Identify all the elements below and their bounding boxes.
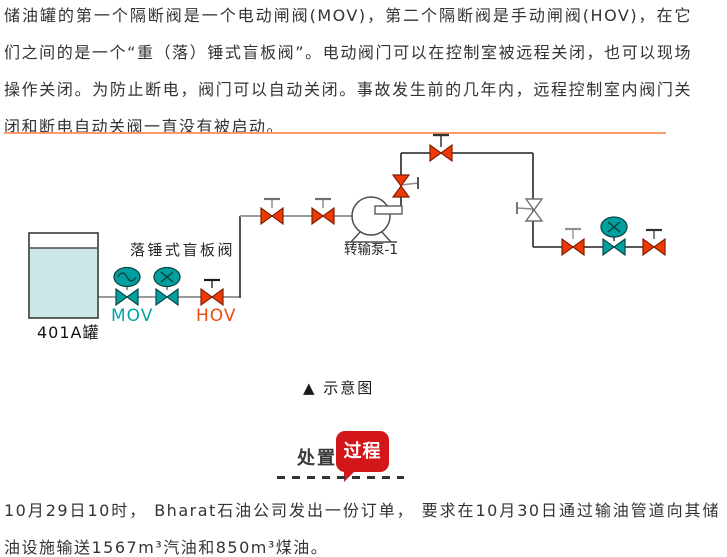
tank-label: 401A罐 (37, 323, 100, 342)
section-marker-highlight: 过程 (343, 441, 382, 462)
valve-bottom-1 (561, 227, 585, 257)
valve-blind: 落锤式盲板阀 (130, 241, 235, 307)
bottom-actuator-cross (607, 221, 621, 233)
valve-open-vertical (516, 198, 544, 222)
body-paragraph: 10月29日10时， Bharat石油公司发出一份订单， 要求在10月30日通过… (4, 501, 720, 557)
hov-label: HOV (196, 306, 237, 326)
valve-discharge (391, 174, 419, 198)
valve-top-header (429, 133, 453, 163)
blind-actuator-cross (160, 271, 174, 283)
valve-hov: HOV (196, 278, 237, 326)
orange-divider-line (4, 132, 666, 134)
transfer-pump: 转输泵-1 (344, 196, 403, 258)
blind-valve-label: 落锤式盲板阀 (130, 241, 235, 259)
section-marker-bubble: 过程 (336, 431, 389, 482)
intro-paragraph: 储油罐的第一个隔断阀是一个电动闸阀(MOV)，第二个隔断阀是手动闸阀(HOV)，… (4, 6, 692, 136)
section-marker-prefix: 处置 (297, 448, 337, 469)
mov-actuator-wave (117, 272, 137, 282)
piping-diagram: 401A罐 MOV 落锤式盲板阀 HOV (28, 133, 666, 342)
mov-label: MOV (111, 306, 153, 326)
valve-mov: MOV (111, 266, 153, 326)
storage-tank: 401A罐 (28, 232, 100, 342)
dashed-underline (277, 476, 404, 479)
valve-suction-2 (311, 197, 335, 226)
valve-bottom-actuated (600, 216, 628, 257)
valve-suction-1 (260, 197, 284, 226)
valve-bottom-2 (642, 228, 666, 257)
diagram-caption: ▲ 示意图 (303, 379, 375, 397)
pump-label: 转输泵-1 (344, 242, 398, 258)
